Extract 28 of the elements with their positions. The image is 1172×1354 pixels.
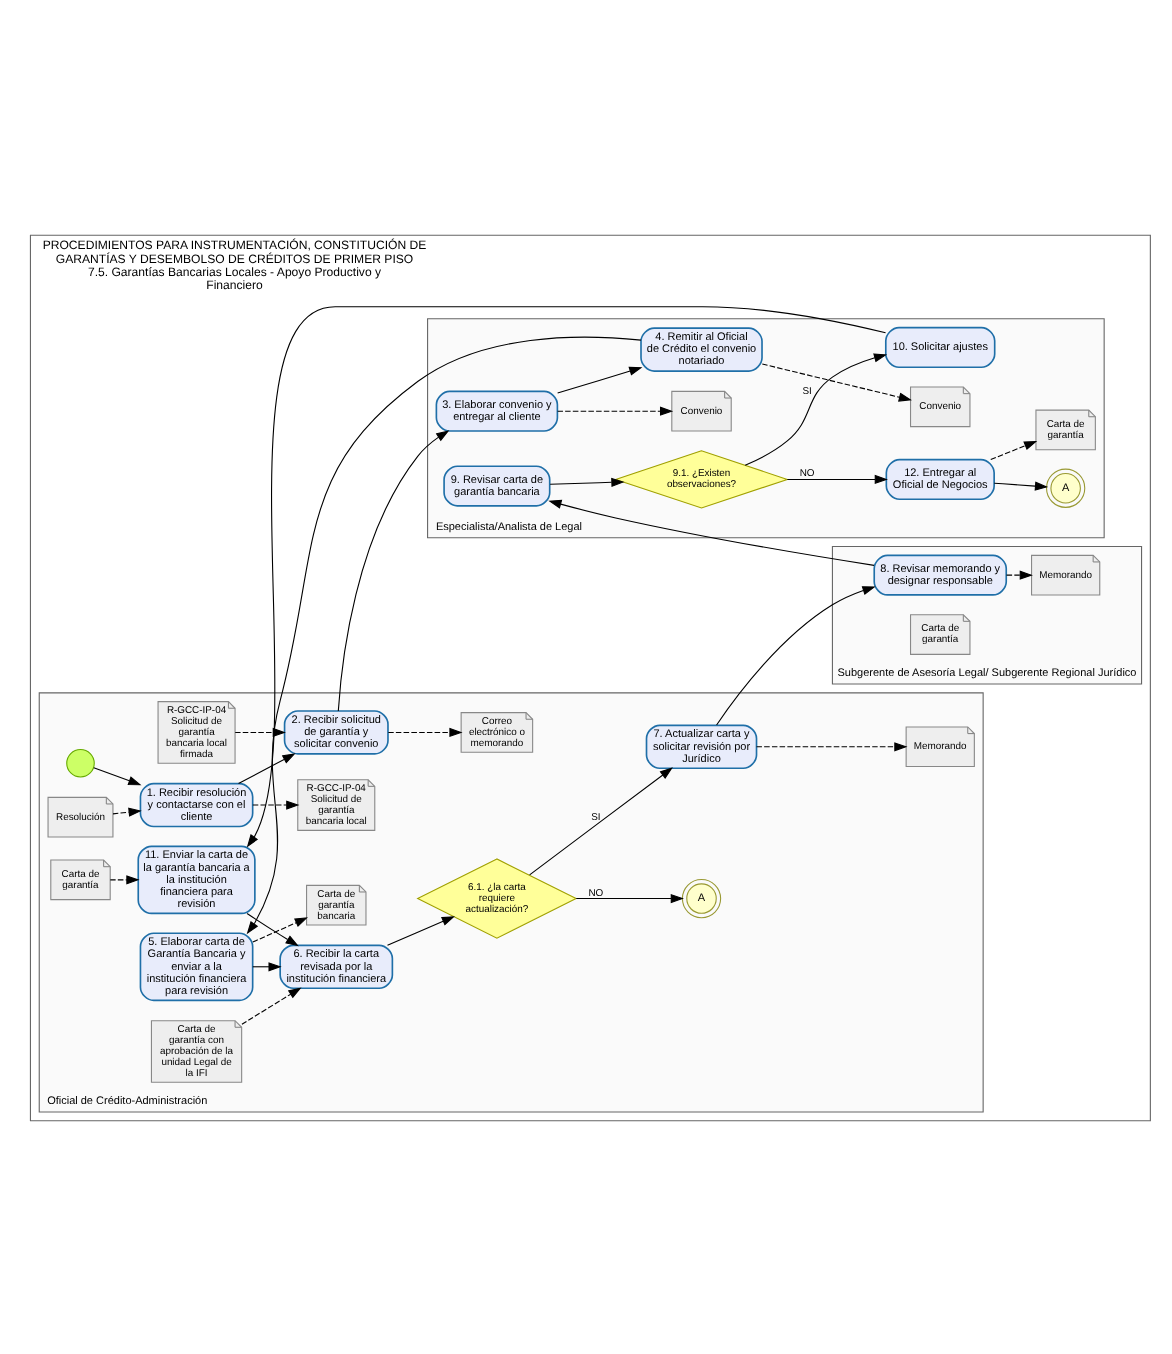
node-circle [66, 747, 95, 777]
arrow [246, 912, 299, 946]
arrow [238, 752, 296, 784]
arrow [716, 585, 876, 725]
arrow [241, 986, 302, 1024]
arrow [557, 365, 643, 393]
arrow [744, 352, 888, 465]
arrow [529, 766, 673, 875]
arrow [112, 806, 142, 816]
arrow [386, 915, 455, 945]
arrow [109, 874, 140, 884]
arrow [786, 473, 888, 484]
arrow [756, 741, 908, 751]
arrow [575, 892, 684, 903]
arrow [387, 726, 463, 737]
arrow [761, 362, 912, 401]
arrow [1006, 569, 1033, 579]
arrow [246, 335, 642, 934]
arrow [93, 766, 142, 785]
arrow [548, 498, 875, 565]
arrow [337, 429, 450, 711]
arrow [990, 439, 1038, 460]
arrow [252, 799, 300, 809]
arrow [557, 405, 674, 415]
arrow [246, 305, 887, 847]
arrow [549, 476, 625, 486]
arrow [993, 480, 1049, 490]
arrow [252, 916, 308, 942]
